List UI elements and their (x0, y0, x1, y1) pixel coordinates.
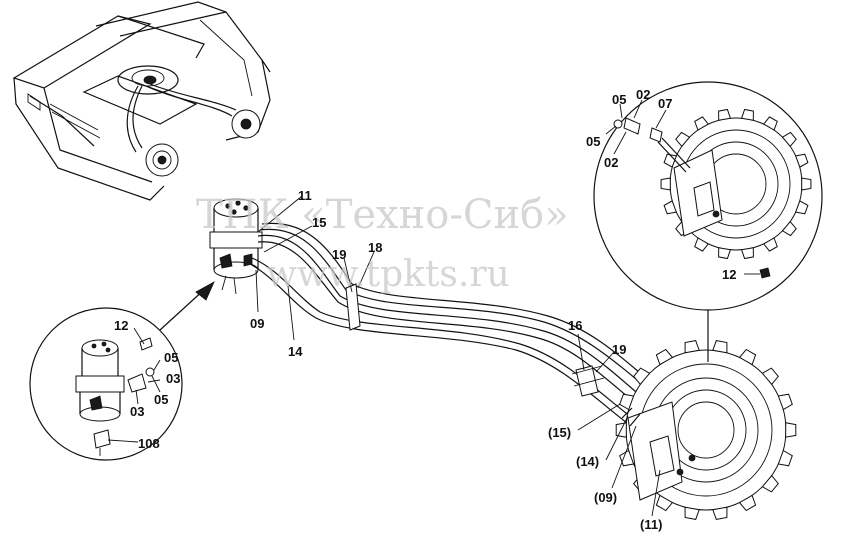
sprocket-tooth (801, 177, 812, 191)
sprocket-tooth (777, 449, 793, 467)
label-11-paren: (11) (640, 517, 662, 532)
detail-right-label-05-upper: 05 (612, 92, 626, 107)
detail-left-label-05-upper: 05 (164, 350, 178, 365)
detail-left-label-108: 108 (138, 436, 160, 451)
sprocket-tooth (762, 116, 778, 131)
detail-right-label-07: 07 (658, 96, 672, 111)
sprocket-tooth (785, 422, 797, 438)
sprocket-tooth (738, 348, 757, 366)
detail-right-label-12: 12 (722, 267, 736, 282)
hose-bundle (249, 222, 661, 431)
detail-right-label-05-lower: 05 (586, 134, 600, 149)
sprocket-tooth (795, 153, 809, 168)
label-09-paren: (09) (594, 490, 617, 505)
sprocket-tooth (740, 108, 754, 121)
detail-left-swivel-joint (29, 281, 215, 461)
sprocket-tooth (684, 506, 700, 520)
undercarriage-overview (12, 1, 271, 201)
sprocket-tooth (655, 494, 674, 512)
label-14-paren: (14) (576, 454, 599, 469)
detail-left-label-03-lower: 03 (130, 404, 144, 419)
sprocket-tooth (781, 131, 797, 148)
sprocket-tooth (712, 506, 728, 520)
leader-lines (107, 99, 760, 517)
detail-left-label-05-lower: 05 (154, 392, 168, 407)
sprocket-tooth (655, 348, 674, 366)
detail-right-travel-motor (593, 81, 823, 362)
sprocket-tooth (718, 247, 732, 260)
label-16: 16 (568, 318, 582, 333)
label-14: 14 (288, 344, 303, 359)
sprocket-tooth (781, 220, 797, 237)
detail-left-label-03-right: 03 (166, 371, 180, 386)
label-15-paren: (15) (548, 425, 571, 440)
sprocket-tooth (718, 108, 732, 121)
label-11: 11 (298, 188, 312, 203)
sprocket-tooth (663, 200, 677, 215)
sprocket-tooth (619, 393, 635, 411)
watermark-url: www.tpkts.ru (266, 254, 510, 295)
sprocket-tooth (619, 449, 635, 467)
label-19-lower: 19 (612, 342, 626, 357)
detail-right-label-02-lower: 02 (604, 155, 618, 170)
sprocket-tooth (740, 247, 754, 260)
sprocket-tooth (761, 367, 779, 386)
sprocket-tooth (777, 393, 793, 411)
sprocket-tooth (675, 131, 691, 148)
sprocket-tooth (712, 340, 728, 354)
travel-motor-lower (615, 340, 797, 520)
sprocket-tooth (761, 474, 779, 493)
label-19-upper: 19 (332, 247, 346, 262)
sprocket-tooth (694, 237, 710, 252)
center-swivel-joint (209, 198, 263, 295)
label-15: 15 (312, 215, 326, 230)
sprocket-tooth (694, 116, 710, 131)
sprocket-tooth (795, 200, 809, 215)
detail-left-label-12: 12 (114, 318, 128, 333)
label-18: 18 (368, 240, 382, 255)
watermark-company: ТПК «Техно-Сиб» (196, 192, 569, 238)
detail-right-label-02-upper: 02 (636, 87, 650, 102)
sprocket-tooth (633, 367, 651, 386)
sprocket-tooth (762, 237, 778, 252)
sprocket-tooth (738, 494, 757, 512)
label-09: 09 (250, 316, 264, 331)
sprocket-tooth (660, 177, 671, 191)
sprocket-tooth (684, 340, 700, 354)
